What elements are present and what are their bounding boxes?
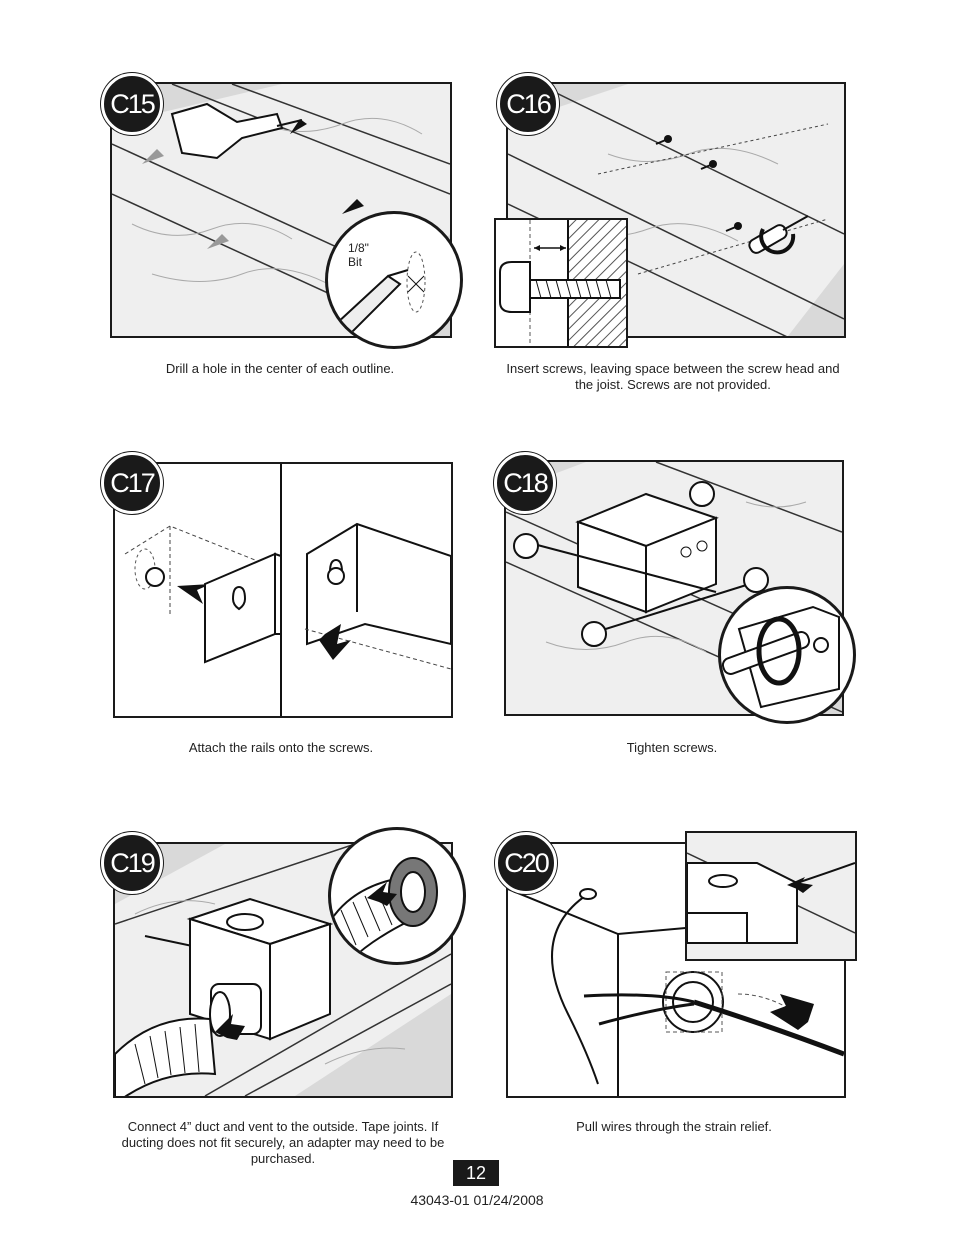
tighten-screw-callout: [718, 586, 856, 724]
screw-head-icon: [327, 567, 345, 585]
drill-bit-callout: [325, 211, 463, 349]
step-c17-illustration: [113, 462, 453, 718]
drill-direction-arrow-icon: [207, 234, 229, 249]
duct-adapter-icon: [209, 983, 262, 1037]
screw-gap-icon: [499, 220, 626, 346]
step-c15-caption: Drill a hole in the center of each outli…: [165, 361, 395, 376]
pull-arrow-icon: [770, 994, 814, 1030]
duct-tape-joint-icon: [331, 857, 438, 962]
push-arrow-icon: [177, 584, 211, 604]
housing-wire-entry-icon: [687, 852, 855, 944]
slide-down-arrow-icon: [319, 624, 351, 660]
screw-location-marker-icon: [581, 621, 607, 647]
push-arrow-icon: [215, 1014, 245, 1040]
keyhole-slot-icon: [231, 585, 247, 611]
step-c19-caption: Connect 4” duct and vent to the outside.…: [121, 1119, 445, 1166]
screw-gap-detail: [494, 218, 628, 348]
page-number: 12: [453, 1160, 499, 1186]
step-badge-c16: C16: [497, 73, 559, 135]
wire-entry-detail: [685, 831, 857, 961]
screw-icon: [725, 222, 742, 232]
step-badge-c20: C20: [495, 832, 557, 894]
document-code: 43043-01 01/24/2008: [410, 1192, 544, 1208]
step-c17-caption: Attach the rails onto the screws.: [188, 740, 374, 755]
step-badge-c19: C19: [101, 832, 163, 894]
duct-tape-callout: [328, 827, 466, 965]
screw-location-marker-icon: [689, 481, 715, 507]
step-c20-caption: Pull wires through the strain relief.: [576, 1119, 772, 1134]
drill-icon: [170, 102, 303, 160]
rail-mounting-drawing: [124, 464, 451, 716]
fan-housing-icon: [575, 492, 719, 614]
step-badge-c17: C17: [101, 452, 163, 514]
step-badge-c15: C15: [101, 73, 163, 135]
screw-icon: [655, 135, 672, 145]
screw-head-icon: [145, 567, 165, 587]
screw-location-marker-icon: [513, 533, 539, 559]
flexible-duct-icon: [115, 1017, 217, 1096]
step-c20-illustration: [506, 842, 846, 1098]
step-badge-c18: C18: [494, 452, 556, 514]
step-c16-caption: Insert screws, leaving space between the…: [506, 361, 840, 392]
drill-direction-arrow-icon: [342, 199, 364, 214]
screwdriver-icon: [748, 215, 809, 255]
screwdriver-tightening-icon: [721, 605, 840, 709]
bit-size-label: 1/8" Bit: [348, 241, 369, 269]
screw-icon: [700, 160, 717, 170]
drill-bit-icon: [334, 251, 426, 338]
drill-direction-arrow-icon: [290, 119, 307, 134]
step-c18-caption: Tighten screws.: [626, 740, 718, 755]
screw-location-marker-icon: [743, 567, 769, 593]
ground-wire-icon: [551, 888, 599, 1085]
wire-strain-relief-drawing: [508, 888, 844, 1096]
drill-direction-arrow-icon: [142, 149, 164, 164]
